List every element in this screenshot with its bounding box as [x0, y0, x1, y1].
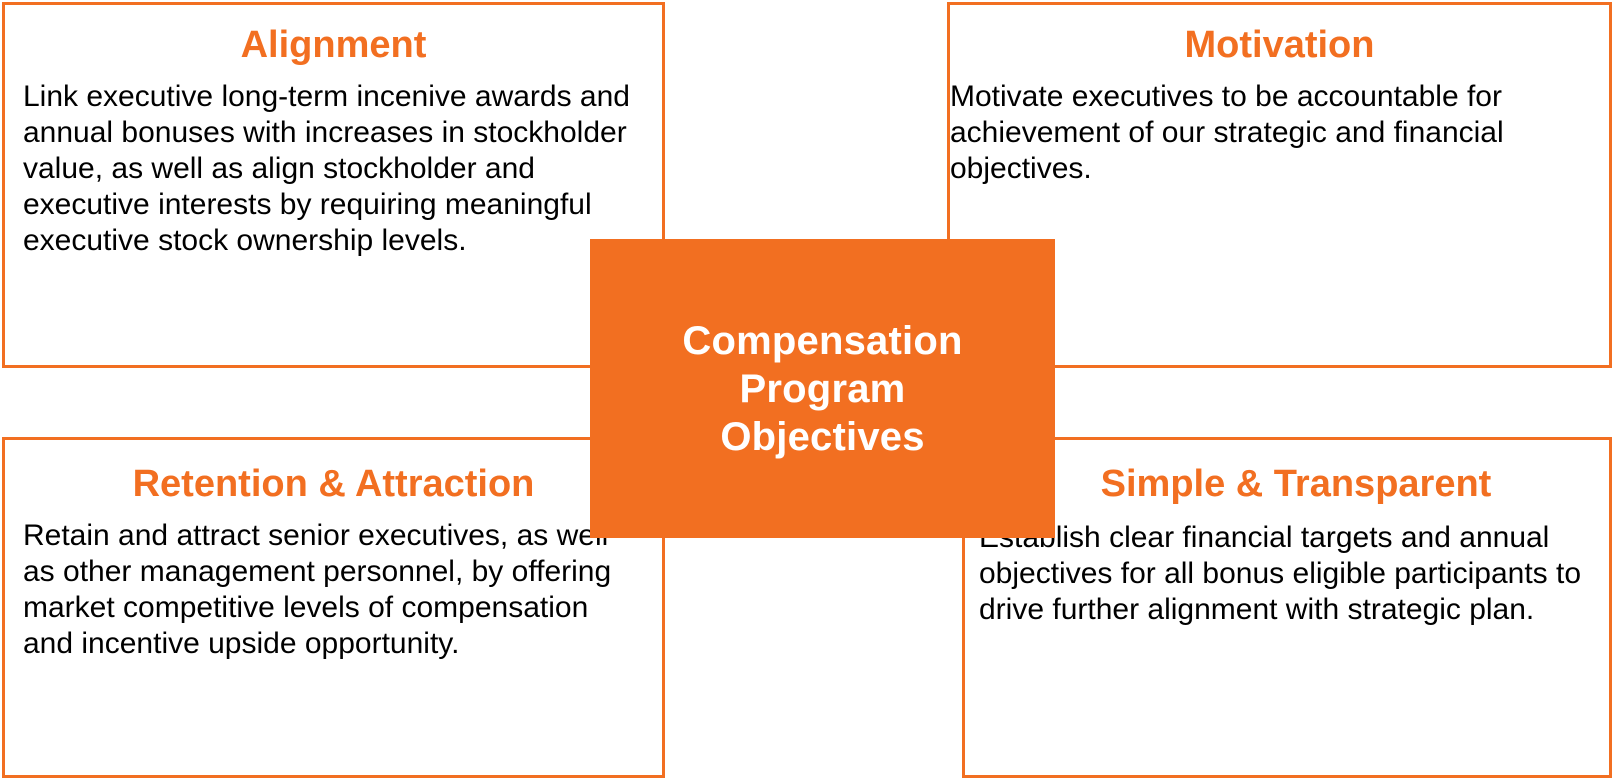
- quadrant-motivation: Motivation Motivate executives to be acc…: [947, 2, 1612, 368]
- quadrant-simple-transparent-title: Simple & Transparent: [1100, 463, 1492, 505]
- quadrant-simple-transparent: Simple & Transparent Establish clear fin…: [962, 437, 1612, 778]
- quadrant-retention-attraction-title: Retention & Attraction: [132, 463, 535, 505]
- quadrant-motivation-title: Motivation: [1184, 24, 1375, 66]
- quadrant-simple-transparent-body: Establish clear financial targets and an…: [979, 521, 1582, 626]
- quadrant-alignment-body: Link executive long-term incenive awards…: [23, 80, 630, 257]
- center-hub-compensation-program-objectives: Compensation Program Objectives: [590, 239, 1055, 538]
- quadrant-alignment-title: Alignment: [240, 24, 427, 66]
- quadrant-retention-attraction-body: Retain and attract senior executives, as…: [23, 519, 612, 660]
- center-hub-label: Compensation Program Objectives: [682, 318, 963, 459]
- quadrant-retention-attraction: Retention & Attraction Retain and attrac…: [2, 437, 665, 778]
- quadrant-motivation-body: Motivate executives to be accountable fo…: [950, 80, 1504, 185]
- quadrant-alignment: Alignment Link executive long-term incen…: [2, 2, 665, 368]
